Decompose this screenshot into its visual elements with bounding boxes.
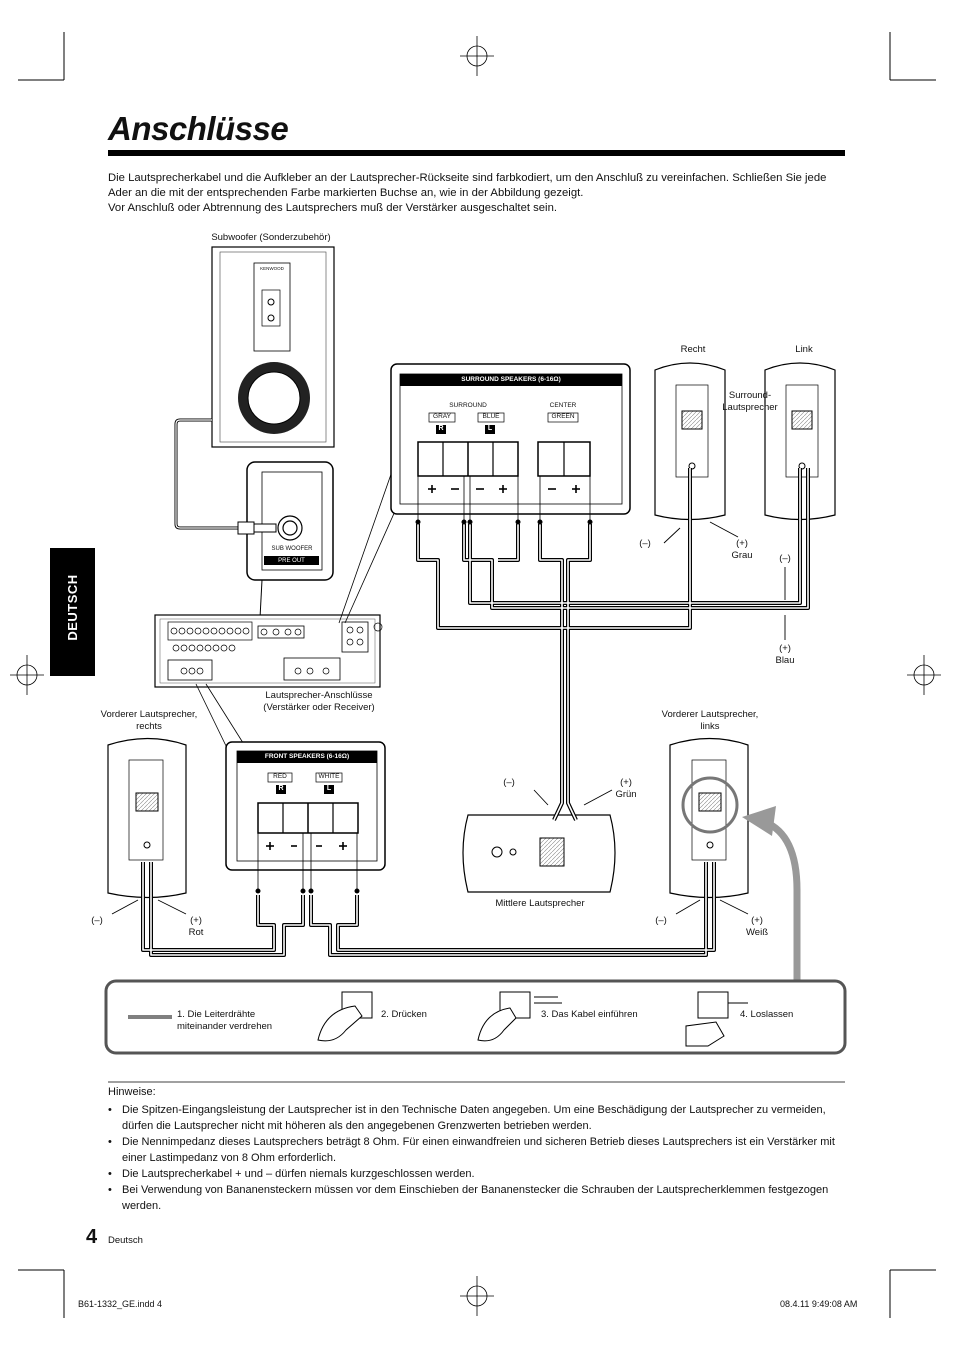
surround-panel: [390, 363, 631, 515]
label-lautsprecher-anschluesse: Lautsprecher-Anschlüsse (Verstärker oder…: [263, 690, 375, 713]
highlight-arrow: [763, 818, 801, 980]
front-r-badge: R: [278, 785, 284, 792]
registration-marks: [10, 36, 941, 1316]
pre-out-label: PRE OUT: [278, 558, 305, 564]
step-3-label: 3. Das Kabel einführen: [541, 1009, 638, 1020]
subwoofer: [211, 246, 335, 448]
front-l-badge: L: [326, 785, 332, 792]
crop-marks: [18, 32, 936, 1318]
label-minus-surround-right: (–): [639, 538, 651, 549]
label-vorderer-links: Vorderer Lautsprecher, links: [661, 709, 759, 732]
step-2-label: 2. Drücken: [381, 1009, 427, 1020]
page-title: Anschlüsse: [108, 110, 289, 147]
receiver-jacks: [170, 622, 383, 675]
red-tag: RED: [273, 773, 287, 780]
blue-tag: BLUE: [482, 413, 500, 420]
notes-list: Die Spitzen-Eingangsleistung der Lautspr…: [108, 1102, 848, 1214]
notes-heading: Hinweise:: [108, 1086, 156, 1098]
front-speaker-left: [669, 737, 749, 899]
gray-tag: GRAY: [433, 413, 451, 420]
center-label: CENTER: [549, 402, 577, 409]
front-panel-title: FRONT SPEAKERS (6-16Ω): [264, 753, 350, 760]
label-recht: Recht: [680, 344, 706, 355]
label-mittlere-lautsprecher: Mittlere Lautsprecher: [495, 898, 585, 909]
surround-polarity-marks: [428, 485, 580, 493]
steps-box: [104, 979, 847, 1055]
subwoofer-brand: KENWOOD: [260, 266, 284, 271]
title-rule: [108, 150, 845, 156]
white-tag: WHITE: [318, 773, 340, 780]
notes-section: Hinweise: Die Spitzen-Eingangsleistung d…: [108, 1084, 848, 1214]
surround-l-badge: L: [487, 425, 493, 432]
surround-speaker-right: [654, 362, 726, 521]
step-1-label: 1. Die Leiterdrähte miteinander verdrehe…: [177, 1009, 273, 1032]
label-plus-weiss: (+) Weiß: [746, 915, 768, 938]
green-tag: GREEN: [551, 413, 575, 420]
note-item: Bei Verwendung von Bananensteckern müsse…: [108, 1182, 848, 1214]
cable-tips: [255, 519, 593, 894]
front-polarity-marks: [266, 842, 347, 850]
step-4-label: 4. Loslassen: [740, 1009, 794, 1020]
label-plus-grau: (+) Grau: [731, 538, 753, 561]
intro-text: Die Lautsprecherkabel und die Aufkleber …: [108, 171, 848, 216]
label-surround-lautsprecher: Surround- Lautsprecher: [722, 390, 778, 413]
label-vorderer-rechts: Vorderer Lautsprecher, rechts: [100, 709, 198, 732]
speaker-cables: [141, 468, 810, 957]
center-speaker: [462, 814, 616, 893]
note-item: Die Nennimpedanz dieses Lautsprechers be…: [108, 1134, 848, 1166]
label-plus-gruen: (+) Grün: [615, 777, 637, 800]
surround-label: SURROUND: [449, 402, 487, 409]
front-panel: [225, 741, 386, 871]
page-language: Deutsch: [108, 1235, 143, 1246]
footer-file-name: B61-1332_GE.indd 4: [78, 1299, 163, 1309]
page-number: 4: [86, 1226, 98, 1248]
label-minus-center: (–): [503, 777, 515, 788]
label-minus-surround-left: (–): [779, 553, 791, 564]
surround-speaker-left: [764, 362, 836, 521]
note-item: Die Lautsprecherkabel + und – dürfen nie…: [108, 1166, 848, 1182]
receiver-unit: [154, 614, 381, 688]
intro-paragraph-2: Vor Anschluß oder Abtrennung des Lautspr…: [108, 202, 557, 214]
front-speaker-right: [107, 737, 187, 899]
language-side-tab: DEUTSCH: [50, 548, 95, 676]
label-minus-front-right: (–): [91, 915, 103, 926]
label-link: Link: [795, 344, 813, 355]
intro-paragraph-1: Die Lautsprecherkabel und die Aufkleber …: [108, 172, 827, 199]
label-minus-front-left: (–): [655, 915, 667, 926]
surround-r-badge: R: [438, 425, 444, 432]
highlight-arrowhead: [742, 806, 776, 836]
sub-woofer-jack-label: SUB WOOFER: [271, 546, 313, 552]
pre-out-callout: [237, 461, 334, 619]
subwoofer-label: Subwoofer (Sonderzubehör): [211, 232, 331, 243]
terminal-wires: [257, 476, 591, 889]
surround-panel-title: SURROUND SPEAKERS (6-16Ω): [461, 376, 561, 383]
footer-timestamp: 08.4.11 9:49:08 AM: [780, 1299, 858, 1309]
pointer-arrows: [111, 521, 786, 915]
note-item: Die Spitzen-Eingangsleistung der Lautspr…: [108, 1102, 848, 1134]
label-plus-blau: (+) Blau: [775, 643, 795, 666]
label-plus-rot: (+) Rot: [188, 915, 204, 938]
